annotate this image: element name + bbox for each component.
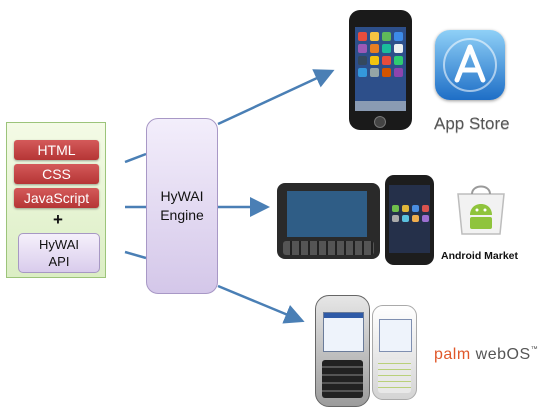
nexus-app-grid [392,205,429,222]
app-store-label: App Store [434,114,510,133]
android-market-label: Android Market [441,250,519,262]
html-label: HTML [14,140,99,160]
android-nexus-phone-image [385,175,434,265]
g1-keyboard [283,241,374,255]
app-store-a-glyph [443,38,497,92]
iphone-app-grid [358,32,403,77]
android-g1-phone-image [277,183,380,259]
palm-centro-white-image [372,305,417,400]
plus-sign: + [53,210,63,229]
iphone-home-button [374,116,386,128]
palm-centro-black-image [315,295,370,407]
palm1-screen [323,312,364,352]
arrow-to-engine-top [124,152,147,164]
palm-webos-logo: palm webOS™ [434,346,538,364]
hywai-engine-box: HyWAI Engine [146,118,218,294]
iphone-dock [355,101,406,111]
arrow-to-engine-low [124,250,147,260]
palm2-screen [379,319,412,352]
palm-wordmark: palm [434,346,471,363]
arrow-to-palm [217,284,305,324]
arrow-to-iphone [217,69,335,126]
webos-wordmark: webOS [475,346,531,363]
javascript-label: JavaScript [14,188,99,208]
css-label: CSS [14,164,99,184]
api-line-1: HyWAI [39,237,79,252]
api-line-2: API [48,254,70,269]
iphone-image [349,10,412,130]
market-bag-glyph [457,185,505,235]
android-market-bag-icon [454,180,508,236]
engine-line-2: Engine [160,207,204,223]
palm1-keyboard [322,360,363,398]
g1-screen [287,191,367,237]
app-store-icon [435,30,505,100]
palm2-keyboard [378,359,411,393]
trademark-mark: ™ [530,346,539,353]
hywai-api-box: HyWAI API [18,233,100,273]
engine-line-1: HyWAI [160,188,204,204]
